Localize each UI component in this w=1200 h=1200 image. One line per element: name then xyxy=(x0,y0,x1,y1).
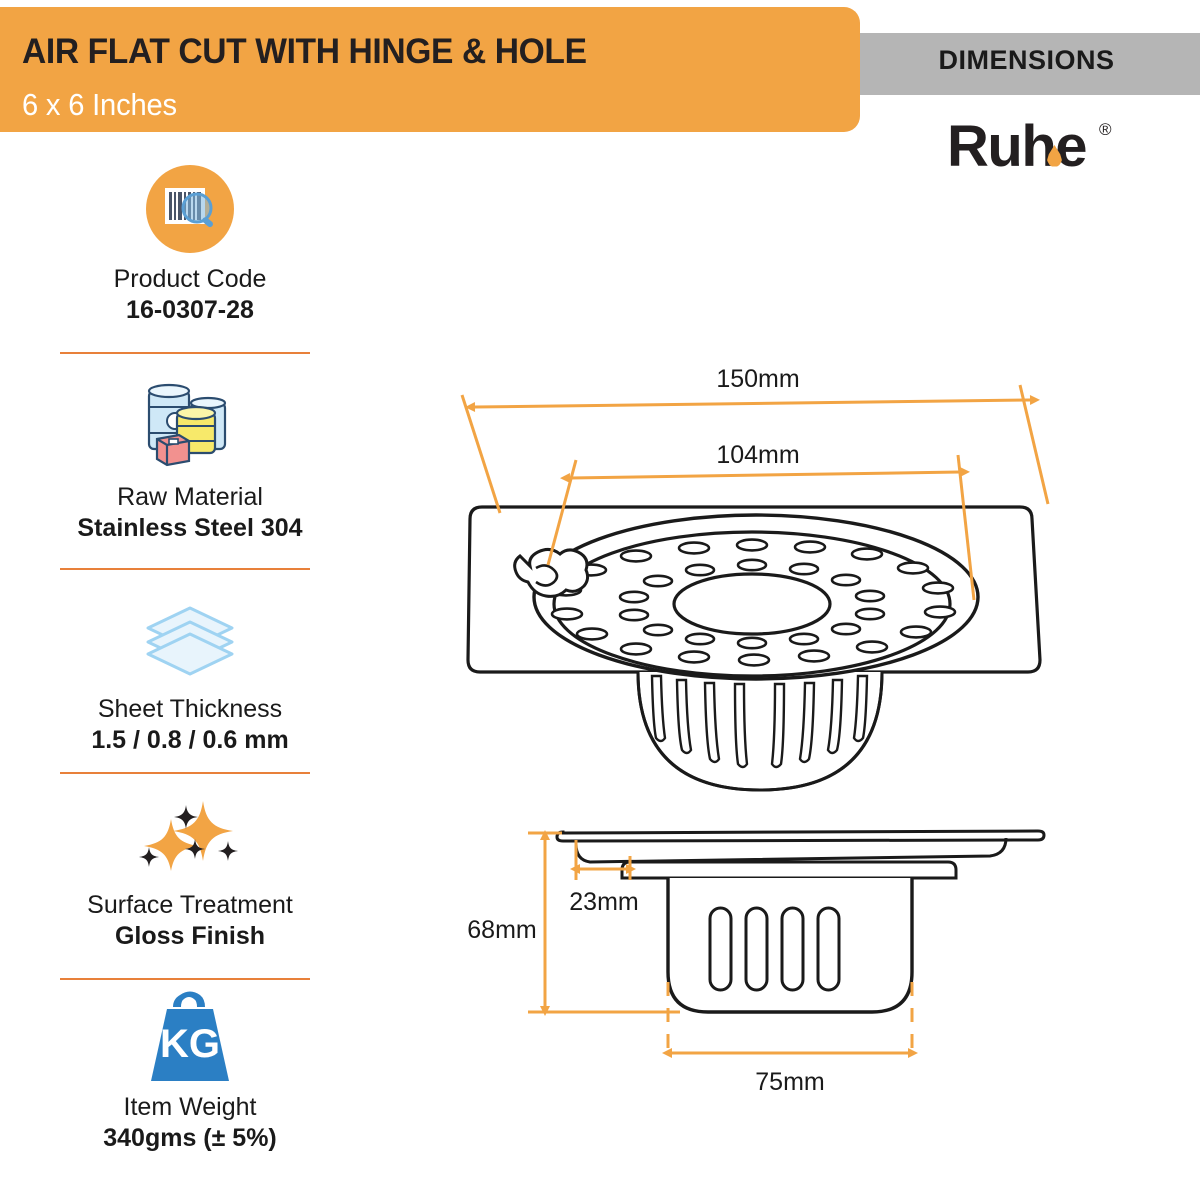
dimension-68mm-label: 68mm xyxy=(467,916,536,944)
registered-trademark-icon: ® xyxy=(1099,120,1112,139)
brand-logo: Ruhe ® xyxy=(947,118,1147,178)
dimension-75mm-label: 75mm xyxy=(755,1068,824,1096)
spec-product-code: Product Code 16-0307-28 xyxy=(40,160,340,326)
svg-text:KG: KG xyxy=(160,1022,220,1066)
sheet-stack-icon xyxy=(40,590,340,688)
spec-divider xyxy=(60,568,310,570)
spec-item-weight: KG Item Weight 340gms (± 5%) xyxy=(40,988,340,1154)
dimension-23mm-label: 23mm xyxy=(569,888,638,916)
page-title: AIR FLAT CUT WITH HINGE & HOLE xyxy=(22,32,587,71)
spec-label: Surface Treatment xyxy=(87,891,293,919)
spec-value: Stainless Steel 304 xyxy=(77,514,303,542)
dimension-75mm: 75mm xyxy=(662,982,918,1096)
brand-name: Ruhe xyxy=(947,114,1088,179)
spec-label: Product Code xyxy=(113,265,267,293)
spec-value: 16-0307-28 xyxy=(126,296,254,324)
spec-sheet-thickness: Sheet Thickness 1.5 / 0.8 / 0.6 mm xyxy=(40,590,340,756)
dimension-23mm: 23mm xyxy=(569,840,639,916)
dimension-104mm-label: 104mm xyxy=(716,441,799,469)
technical-drawings: 150mm 104mm xyxy=(380,0,1200,1200)
spec-value: 340gms (± 5%) xyxy=(103,1124,277,1152)
dimensions-label: DIMENSIONS xyxy=(938,45,1115,75)
dimension-104mm: 104mm xyxy=(546,441,976,601)
dimensions-band xyxy=(853,33,1200,95)
spec-label: Raw Material xyxy=(117,483,263,511)
dimension-68mm: 68mm xyxy=(467,830,680,1016)
spec-divider xyxy=(60,978,310,980)
barcode-magnifier-icon xyxy=(40,160,340,258)
dimension-150mm: 150mm xyxy=(460,365,1050,514)
weight-kg-icon: KG xyxy=(40,988,340,1086)
spec-surface-treatment: Surface Treatment Gloss Finish xyxy=(40,786,340,952)
spec-divider xyxy=(60,772,310,774)
spec-label: Item Weight xyxy=(123,1093,257,1121)
spec-value: Gloss Finish xyxy=(114,922,266,950)
spec-raw-material: Raw Material Stainless Steel 304 xyxy=(40,378,340,544)
side-section-view: 68mm 23mm 75mm xyxy=(467,829,1046,1096)
spec-value: 1.5 / 0.8 / 0.6 mm xyxy=(91,726,289,754)
barrels-icon xyxy=(40,378,340,476)
sparkle-icon xyxy=(40,786,340,884)
spec-divider xyxy=(60,352,310,354)
page-subtitle: 6 x 6 Inches xyxy=(22,87,177,122)
title-banner: AIR FLAT CUT WITH HINGE & HOLE 6 x 6 Inc… xyxy=(0,7,860,132)
spec-label: Sheet Thickness xyxy=(97,695,283,723)
dimension-150mm-label: 150mm xyxy=(716,365,799,393)
isometric-top-view: 150mm 104mm xyxy=(460,365,1050,792)
